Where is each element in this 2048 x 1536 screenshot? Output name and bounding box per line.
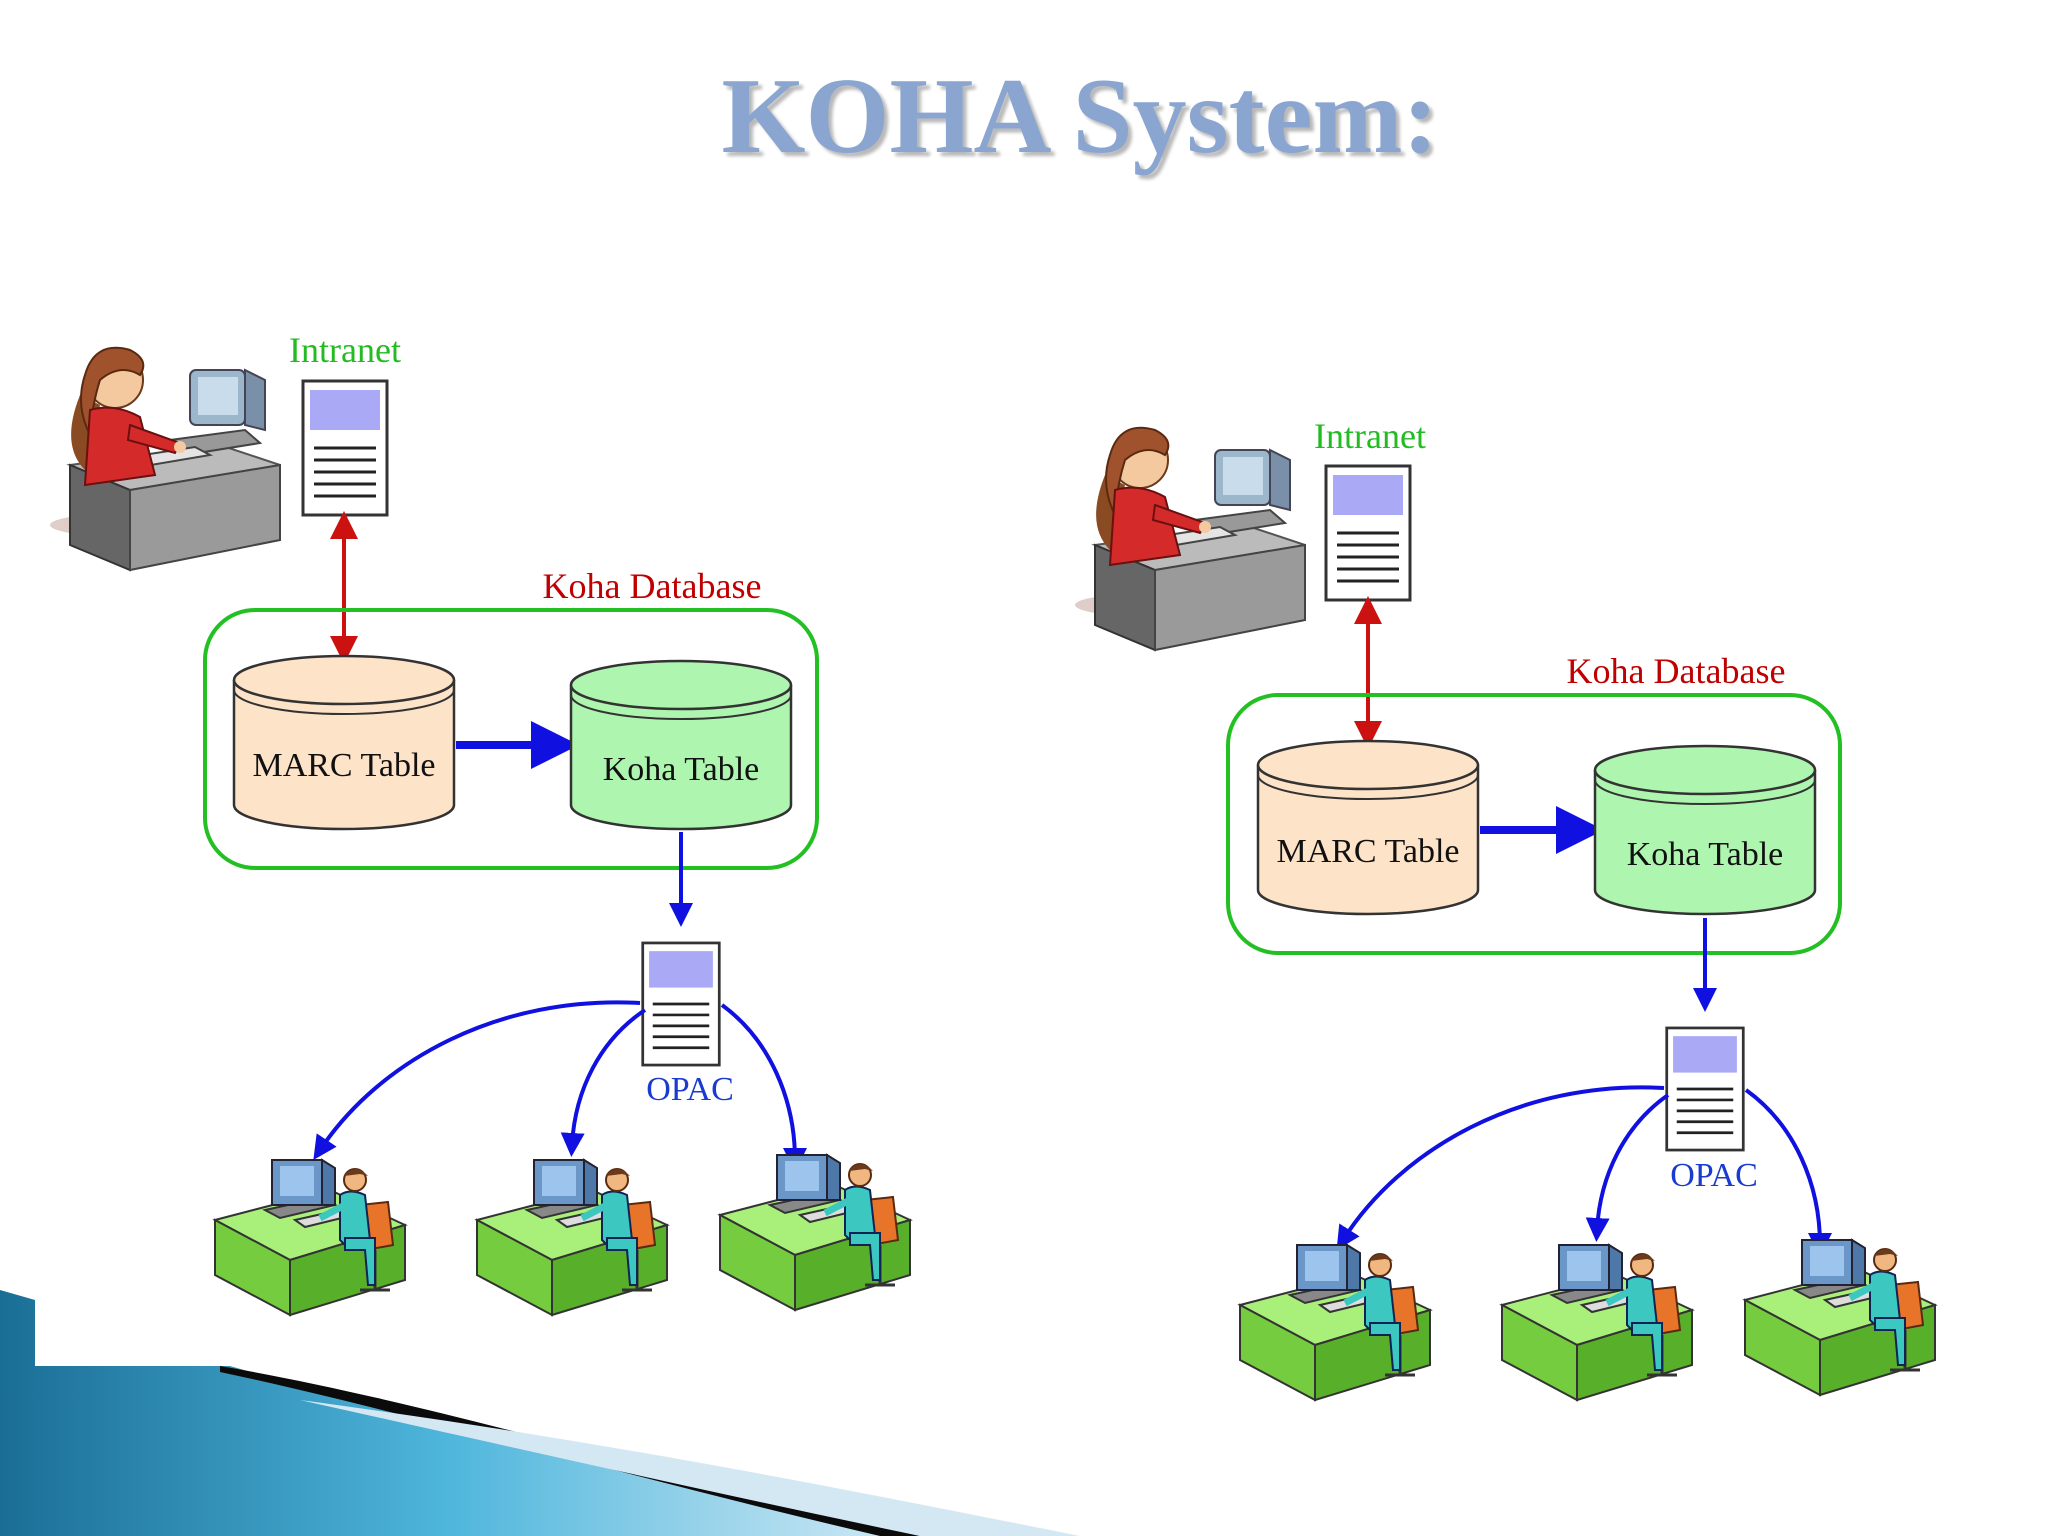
opac-to-workstation-3-arrow (1744, 1088, 1832, 1257)
opac-to-workstation-2-arrow (1585, 1093, 1670, 1242)
intranet-page-icon (1324, 464, 1412, 602)
koha-database-boundary (203, 608, 819, 870)
koha-table-cylinder: Koha Table (1593, 744, 1817, 916)
user-workstation-icon (477, 1160, 667, 1315)
koha-diagram-right: Intranet Koha Database MARC Table Koha T… (1074, 416, 1935, 1400)
koha-table-cylinder: Koha Table (569, 659, 793, 831)
opac-label: OPAC (646, 1071, 734, 1108)
opac-label: OPAC (1670, 1157, 1758, 1194)
librarian-icon (49, 346, 281, 571)
marc-table-cylinder: MARC Table (232, 654, 456, 831)
user-workstation-icon (720, 1155, 910, 1310)
database-label: Koha Database (1567, 651, 1786, 691)
koha-diagram-left: Intranet Koha Database MARC Table Koha T… (49, 330, 910, 1315)
koha-table-label: Koha Table (603, 751, 760, 788)
intranet-page-icon (301, 379, 389, 517)
opac-page-icon (1665, 1026, 1745, 1152)
opac-page-icon (641, 941, 721, 1067)
intranet-label: Intranet (1314, 416, 1426, 456)
koha-database-boundary (1226, 693, 1842, 955)
marc-table-label: MARC Table (1276, 833, 1459, 870)
user-workstation-icon (1240, 1245, 1430, 1400)
user-workstation-icon (215, 1160, 405, 1315)
opac-to-workstation-2-arrow (560, 1008, 647, 1157)
marc-table-cylinder: MARC Table (1256, 739, 1480, 916)
opac-to-workstation-3-arrow (720, 1003, 807, 1172)
slide-title: KOHA System: (721, 57, 1439, 176)
librarian-icon (1074, 426, 1306, 651)
intranet-label: Intranet (289, 330, 401, 370)
user-workstation-icon (1502, 1245, 1692, 1400)
marc-table-label: MARC Table (252, 747, 435, 784)
decorative-swoosh (0, 1290, 1080, 1536)
database-label: Koha Database (543, 566, 762, 606)
koha-table-label: Koha Table (1627, 836, 1784, 873)
opac-to-workstation-1-arrow (1336, 1085, 1665, 1251)
opac-to-workstation-1-arrow (313, 1000, 641, 1160)
user-workstation-icon (1745, 1240, 1935, 1395)
